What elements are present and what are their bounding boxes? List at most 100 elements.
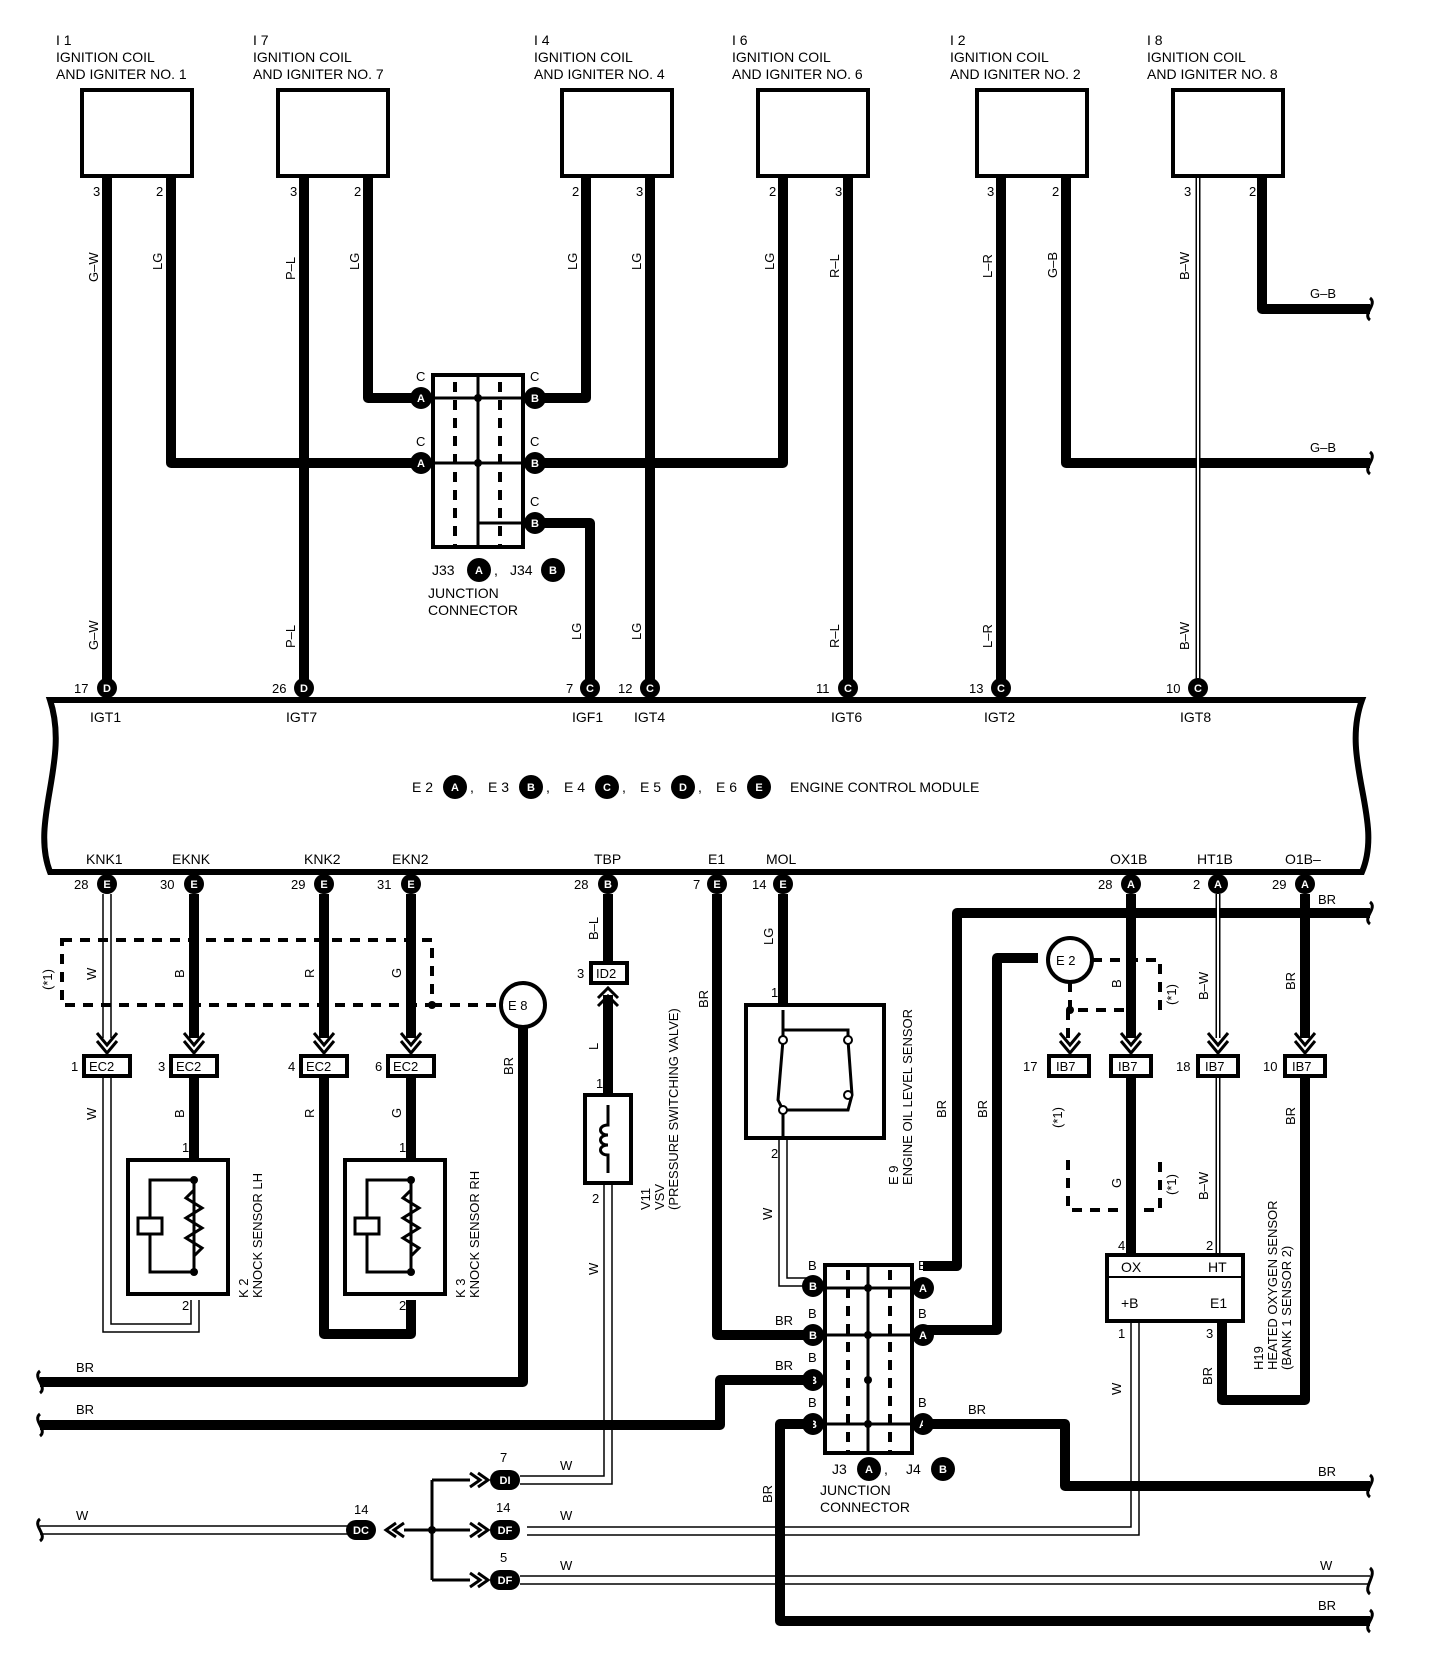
ecm-terminal: EKNK	[172, 851, 211, 867]
pin-e	[401, 874, 421, 894]
connector-code: B	[549, 565, 557, 577]
pin-letter: A	[919, 1283, 927, 1295]
connector-ib7	[1196, 1054, 1240, 1078]
wire-lg-coil7	[363, 178, 421, 403]
contact-icon	[843, 1090, 853, 1100]
coil-name: IGNITION COIL	[950, 49, 1049, 65]
junction-connector-j33-j34: A A B B B C C C C C J33 A , J34 B JUNCTI…	[410, 369, 565, 618]
connector-arrow	[469, 1521, 491, 1539]
pin-label: 4	[288, 1059, 295, 1074]
connector-ib7	[1047, 1054, 1091, 1078]
coil-id: I 6	[732, 32, 748, 48]
pin-label: C	[530, 494, 539, 509]
separator: ,	[884, 1461, 888, 1477]
sensor-name: KNOCK SENSOR RH	[467, 1171, 482, 1298]
wire-label: W	[1109, 1382, 1124, 1395]
wire-gb-coil2	[1061, 178, 1370, 468]
connector-label: ID2	[596, 966, 616, 981]
wire-label: BR	[696, 990, 711, 1008]
pin-label: B	[918, 1306, 927, 1321]
pin-label: 2	[1052, 184, 1059, 199]
ecm-connector-id: E 6	[716, 779, 737, 795]
coil-name: AND IGNITER NO. 6	[732, 66, 863, 82]
coil-name: IGNITION COIL	[732, 49, 831, 65]
wire-plus-b	[527, 1321, 1132, 1528]
pin-label: 2	[1206, 1238, 1213, 1253]
wire-label: B–W	[1177, 621, 1192, 650]
wire-br-right	[923, 1419, 1370, 1491]
pin-a	[1208, 874, 1228, 894]
engine-control-module: IGT1 IGT7 IGF1 IGT4 IGT6 IGT2 IGT8 E 2 A…	[41, 697, 1372, 875]
wire-label: W	[586, 1262, 601, 1275]
pin-label: 29	[1272, 877, 1286, 892]
ecm-terminal: IGT4	[634, 709, 665, 725]
terminal-label: E1	[1210, 1295, 1227, 1311]
pin-letter: B	[531, 518, 539, 530]
coil-body	[756, 88, 870, 178]
wire-lg-coil6	[535, 178, 788, 468]
pin-label: 29	[291, 877, 305, 892]
pin-label: 1	[71, 1059, 78, 1074]
coil-name: AND IGNITER NO. 2	[950, 66, 1081, 82]
pin-b	[524, 452, 546, 474]
connector-title: JUNCTION	[428, 585, 499, 601]
coil-name: AND IGNITER NO. 8	[1147, 66, 1278, 82]
wire-plus-b	[527, 1321, 1140, 1536]
pin-e	[314, 874, 334, 894]
connector-ib7	[1283, 1054, 1327, 1078]
coil-name: IGNITION COIL	[56, 49, 155, 65]
wire-label: G–B	[1310, 440, 1336, 455]
pin-letter: B	[809, 1281, 817, 1293]
ecm-title: ENGINE CONTROL MODULE	[790, 779, 979, 795]
pin-label: 3	[1184, 184, 1191, 199]
pin-d	[97, 678, 117, 698]
coil-i7: I 7 IGNITION COIL AND IGNITER NO. 7	[253, 32, 390, 178]
wire-knk1	[110, 1071, 192, 1325]
pin-a	[912, 1277, 934, 1299]
connector-code-badge	[857, 1457, 881, 1481]
pin-label: 4	[1118, 1238, 1125, 1253]
pin-label: 3	[636, 184, 643, 199]
pin-label: 2	[156, 184, 163, 199]
wire-vsv-w	[552, 1183, 613, 1485]
connector-arrow	[469, 1571, 491, 1589]
ecm-terminal: KNK1	[86, 851, 123, 867]
wire-label: R–L	[827, 624, 842, 648]
coil-i8: I 8 IGNITION COIL AND IGNITER NO. 8	[1147, 32, 1285, 178]
wire-label: W	[760, 1207, 775, 1220]
junction-node	[190, 1268, 198, 1276]
ground-point-e8	[499, 981, 547, 1029]
wire-label: R–L	[827, 254, 842, 278]
wire-br-e2	[923, 953, 1038, 1335]
wire-vsv-w	[552, 1183, 605, 1477]
pin-letter: D	[103, 683, 111, 695]
pin-label: 17	[1023, 1059, 1037, 1074]
connector-code: B	[527, 782, 535, 794]
ecm-top-pins: D 17 D 26 C 7 C 12 C 11 C 13 C 10	[74, 678, 1208, 698]
sensor-name: HEATED OXYGEN SENSOR	[1265, 1200, 1280, 1370]
pin-label: C	[530, 434, 539, 449]
resistor-icon	[183, 1188, 205, 1258]
junction-node	[474, 394, 482, 402]
wire-knk1	[102, 1071, 200, 1333]
ecm-terminal: EKN2	[392, 851, 429, 867]
connector-label: EC2	[89, 1059, 114, 1074]
wire-label: BR	[1283, 1107, 1298, 1125]
pin-label: 11	[816, 681, 830, 696]
wire-br-top	[923, 908, 1370, 1271]
wire-label: LG	[629, 253, 644, 270]
pin-label: 7	[566, 681, 573, 696]
connector-title: CONNECTOR	[428, 602, 518, 618]
sensor-name: KNOCK SENSOR LH	[250, 1173, 265, 1298]
wire-label: LG	[347, 253, 362, 270]
wire-label: BR	[1318, 1464, 1336, 1479]
ecm-terminal: TBP	[594, 851, 621, 867]
coil-name: AND IGNITER NO. 4	[534, 66, 665, 82]
shield-outline	[1066, 1160, 1162, 1212]
pin-c	[991, 678, 1011, 698]
pin-label: 7	[500, 1450, 507, 1465]
wire-label: LG	[761, 928, 776, 945]
pin-e	[97, 874, 117, 894]
pin-label: 3	[835, 184, 842, 199]
